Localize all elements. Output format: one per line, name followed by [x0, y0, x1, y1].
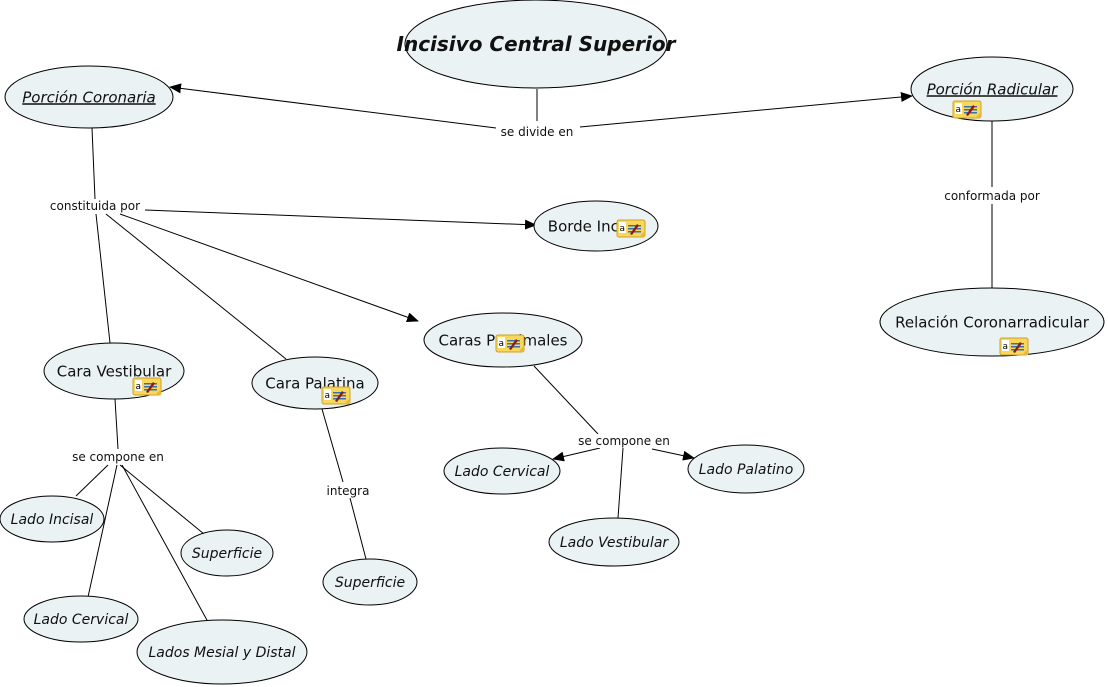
- connection-arrow: [169, 83, 497, 129]
- connection-line: [617, 447, 624, 519]
- linking-phrases-layer: se divide en constituida por conformada po…: [47, 125, 1042, 498]
- linking-phrase-compone_x[interactable]: se compone en: [578, 434, 670, 448]
- connection-arrow: [552, 447, 601, 462]
- connection-line: [105, 213, 287, 360]
- concept-bubble[interactable]: [687, 444, 805, 494]
- concept-bubble[interactable]: [4, 65, 174, 129]
- concept-label: Lado Cervical: [34, 612, 129, 628]
- concept-bubble[interactable]: [404, 0, 668, 89]
- linking-phrase-background: [942, 189, 1042, 203]
- concept-radicular[interactable]: Porción Radicular: [910, 56, 1074, 122]
- concept-label: Superficie: [335, 575, 405, 591]
- concept-x-cervical[interactable]: Lado Cervical: [443, 447, 561, 495]
- concept-bubble[interactable]: [548, 517, 680, 567]
- connections-layer: [75, 83, 993, 623]
- concept-label: Lado Vestibular: [560, 535, 670, 551]
- connection-line: [95, 213, 111, 344]
- concept-palatina[interactable]: Cara Palatina: [251, 356, 379, 410]
- concept-root[interactable]: Incisivo Central Superior: [397, 0, 677, 89]
- connection-arrow: [144, 209, 537, 230]
- linking-phrase-background: [576, 434, 672, 448]
- annotation-note-icon[interactable]: [321, 386, 351, 405]
- concept-bubble[interactable]: [879, 287, 1105, 357]
- concept-label: Lado Incisal: [11, 512, 94, 528]
- concept-coronaria[interactable]: Porción Coronaria: [4, 65, 174, 129]
- concept-label: Lado Cervical: [455, 464, 550, 480]
- connection-line: [533, 365, 599, 435]
- concept-p-superficie[interactable]: Superficie: [322, 558, 418, 606]
- linking-phrase-background: [47, 199, 143, 213]
- concept-v-superficie[interactable]: Superficie: [180, 529, 274, 577]
- connection-line: [75, 464, 109, 497]
- linking-phrase-background: [498, 125, 576, 139]
- concept-bubble[interactable]: [533, 200, 659, 252]
- concept-bubble[interactable]: [23, 595, 139, 643]
- annotation-note-icon[interactable]: [952, 100, 982, 119]
- linking-phrase-integra[interactable]: integra: [327, 484, 370, 498]
- concept-label: Superficie: [192, 546, 262, 562]
- concept-v-cervical[interactable]: Lado Cervical: [23, 595, 139, 643]
- concept-label: Porción Coronaria: [22, 88, 155, 106]
- linking-phrase-background: [324, 484, 372, 498]
- connection-arrow: [579, 92, 913, 128]
- concept-bubble[interactable]: [180, 529, 274, 577]
- connection-line: [114, 398, 119, 450]
- concept-label: Incisivo Central Superior: [397, 32, 677, 56]
- concept-relacion[interactable]: Relación Coronarradicular: [879, 287, 1105, 357]
- concept-bubble[interactable]: [910, 56, 1074, 122]
- connection-line: [119, 464, 205, 535]
- connection-line: [87, 464, 118, 598]
- concept-label: Lado Palatino: [699, 462, 794, 478]
- concept-label: Porción Radicular: [927, 80, 1059, 98]
- connection-line: [349, 497, 367, 560]
- concept-label: Relación Coronarradicular: [895, 313, 1090, 331]
- linking-phrase-background: [70, 450, 166, 464]
- concept-x-palatino[interactable]: Lado Palatino: [687, 444, 805, 494]
- linking-phrase-divide[interactable]: se divide en: [501, 125, 574, 139]
- concept-v-mesial[interactable]: Lados Mesial y Distal: [136, 619, 308, 685]
- concept-vestibular[interactable]: Cara Vestibular: [43, 342, 185, 400]
- connection-line: [91, 127, 96, 200]
- concept-v-incisal[interactable]: Lado Incisal: [0, 495, 105, 543]
- linking-phrase-constituida[interactable]: constituida por: [50, 199, 140, 213]
- linking-phrase-conformada[interactable]: conformada por: [944, 189, 1040, 203]
- concept-bubble[interactable]: [322, 558, 418, 606]
- connection-line: [321, 408, 344, 483]
- concept-label: Lados Mesial y Distal: [148, 645, 295, 661]
- concept-label: Cara Vestibular: [57, 362, 172, 380]
- linking-phrase-compone_v[interactable]: se compone en: [72, 450, 164, 464]
- annotation-note-icon[interactable]: [999, 337, 1029, 356]
- annotation-note-icon[interactable]: [616, 219, 646, 238]
- connection-arrow: [651, 448, 695, 461]
- concept-bubble[interactable]: [443, 447, 561, 495]
- concept-bubble[interactable]: [0, 495, 105, 543]
- concept-bubble[interactable]: [136, 619, 308, 685]
- concept-proximales[interactable]: Caras Proximales: [423, 312, 583, 368]
- annotation-note-icon[interactable]: [495, 334, 525, 353]
- connection-line: [121, 464, 209, 623]
- concept-borde[interactable]: Borde Incisal: [533, 200, 659, 252]
- connection-arrow: [119, 213, 419, 322]
- concept-x-vestibular[interactable]: Lado Vestibular: [548, 517, 680, 567]
- annotation-note-icon[interactable]: [132, 377, 162, 396]
